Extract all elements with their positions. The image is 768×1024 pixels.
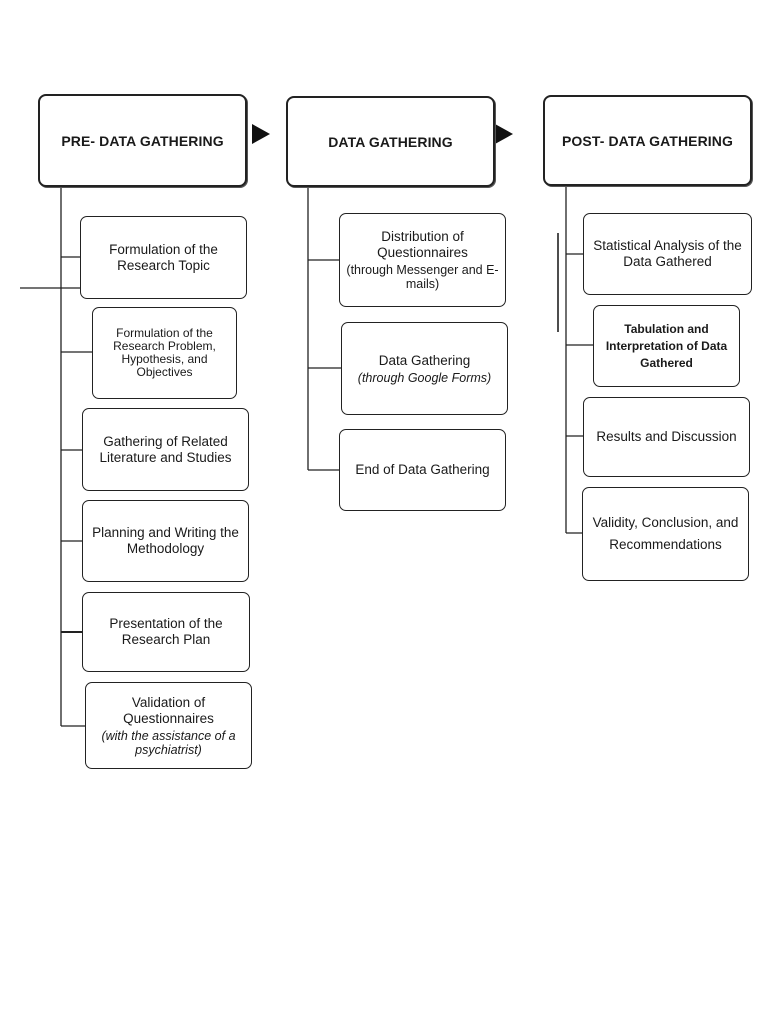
- step-label: Formulation of the Research Problem, Hyp…: [113, 326, 216, 379]
- step-label: Data Gathering: [378, 352, 471, 368]
- step-label: Validity, Conclusion, and Recommendation…: [592, 515, 739, 552]
- header-title: PRE- DATA GATHERING: [61, 132, 224, 149]
- step-note: (with the assistance of a psychiatrist): [101, 728, 236, 757]
- step-methodology: Planning and Writing the Methodology: [82, 500, 249, 582]
- step-formulation-problem: Formulation of the Research Problem, Hyp…: [92, 307, 237, 399]
- step-data-gathering: Data Gathering (through Google Forms): [341, 322, 508, 415]
- step-formulation-topic: Formulation of the Research Topic: [80, 216, 247, 299]
- header-data-gathering: DATA GATHERING: [286, 96, 495, 187]
- step-label: Formulation of the Research Topic: [109, 241, 218, 273]
- step-validity-conclusion: Validity, Conclusion, and Recommendation…: [582, 487, 749, 581]
- step-note: (through Google Forms): [357, 370, 492, 385]
- step-label: Distribution of Questionnaires: [377, 229, 468, 260]
- step-label: Planning and Writing the Methodology: [92, 525, 239, 556]
- step-validation-questionnaires: Validation of Questionnaires (with the a…: [85, 682, 252, 769]
- step-statistical-analysis: Statistical Analysis of the Data Gathere…: [583, 213, 752, 295]
- step-label: Presentation of the Research Plan: [109, 616, 223, 647]
- arrow-right-icon: [495, 124, 513, 144]
- step-label: Gathering of Related Literature and Stud…: [99, 433, 232, 465]
- step-label: Tabulation and Interpretation of Data Ga…: [605, 321, 728, 370]
- step-distribution-questionnaires: Distribution of Questionnaires (through …: [339, 213, 506, 307]
- step-results-discussion: Results and Discussion: [583, 397, 750, 477]
- step-note: (through Messenger and E-mails): [346, 263, 499, 291]
- step-tabulation-interpretation: Tabulation and Interpretation of Data Ga…: [593, 305, 740, 387]
- step-label: End of Data Gathering: [355, 462, 490, 477]
- step-research-plan: Presentation of the Research Plan: [82, 592, 250, 672]
- arrow-right-icon: [252, 124, 270, 144]
- header-pre-data-gathering: PRE- DATA GATHERING: [38, 94, 247, 187]
- header-title: DATA GATHERING: [328, 133, 453, 150]
- header-title: POST- DATA GATHERING: [561, 132, 734, 149]
- step-label: Statistical Analysis of the Data Gathere…: [593, 238, 742, 269]
- header-post-data-gathering: POST- DATA GATHERING: [543, 95, 752, 186]
- step-related-literature: Gathering of Related Literature and Stud…: [82, 408, 249, 491]
- step-label: Results and Discussion: [596, 429, 737, 444]
- step-end-data-gathering: End of Data Gathering: [339, 429, 506, 511]
- step-label: Validation of Questionnaires: [123, 694, 214, 726]
